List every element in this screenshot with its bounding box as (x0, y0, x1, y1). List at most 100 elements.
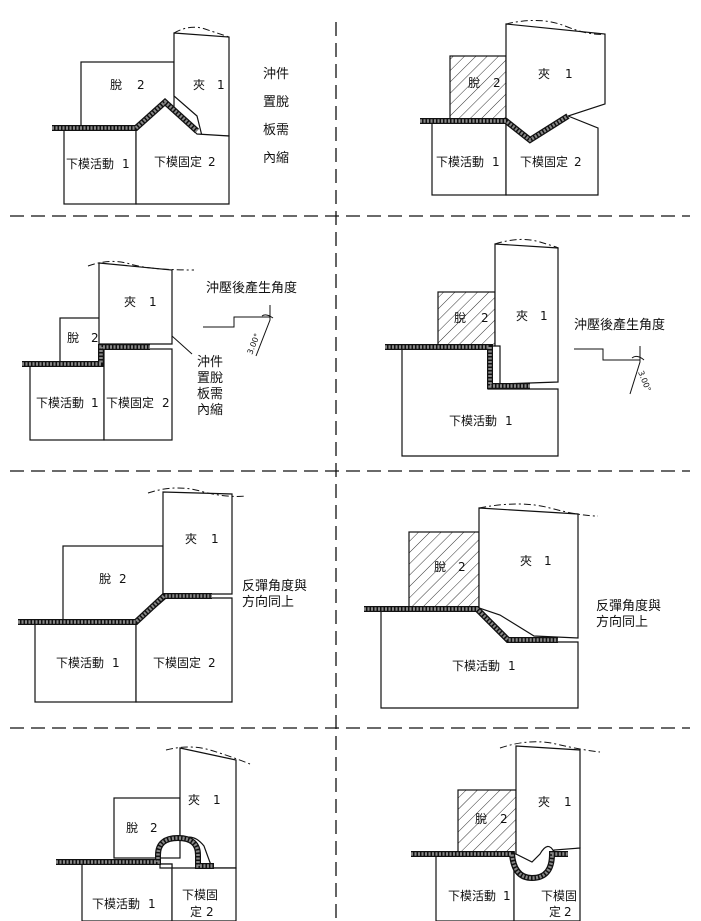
note-springback-1: 反彈角度與 (596, 598, 661, 614)
clamp-block (179, 747, 237, 869)
note-shrink-3: 板需 (263, 123, 289, 138)
clamp-number: 1 (564, 795, 572, 809)
die-moving-label: 下模活動 (436, 155, 484, 169)
die-fixed-label: 下模固 (541, 889, 577, 903)
clamp-label: 夾 (124, 295, 136, 309)
die-moving-number: 1 (91, 396, 99, 410)
clamp-label: 夾 (520, 554, 532, 568)
stripper-number: 2 (458, 560, 466, 574)
stripper-label: 脫 (454, 310, 466, 325)
note-shrink-1: 沖件 (197, 355, 223, 370)
stripper-number: 2 (500, 812, 508, 826)
clamp-label: 夾 (538, 795, 550, 809)
note-leader (171, 335, 193, 355)
stripper-number: 2 (91, 331, 99, 345)
clamp-number: 1 (565, 67, 573, 81)
note-shrink-1: 沖件 (263, 67, 289, 82)
clamp-label: 夾 (193, 78, 205, 92)
die-moving-number: 1 (505, 414, 513, 428)
stripper-label: 脫 (468, 75, 480, 90)
clamp-top-edge (499, 741, 601, 753)
die-fixed-number: 2 (564, 905, 572, 919)
stripper-block-hatched (408, 531, 480, 609)
clamp-number: 1 (217, 78, 225, 92)
die-fixed-block (135, 597, 233, 703)
clamp-label: 夾 (538, 67, 550, 81)
stripper-block-hatched (437, 291, 496, 347)
die-moving-block (29, 361, 105, 441)
die-moving-number: 1 (122, 157, 130, 171)
die-moving-block (34, 623, 137, 703)
stripper-block-hatched (457, 789, 517, 855)
stripper-number: 2 (137, 78, 145, 92)
die-fixed-number: 2 (162, 396, 170, 410)
note-bend-angle: 沖壓後產生角度 (574, 317, 665, 333)
die-moving-label: 下模活動 (36, 396, 84, 410)
angle-value: 3.00° (246, 332, 263, 356)
clamp-block (162, 491, 233, 605)
panel-3: 脫 2 夾 1 下模活動 1 下模固定 2 沖件 置脫 板需 內縮 沖壓後產生角… (22, 260, 297, 441)
angle-sketch (203, 316, 270, 328)
die-fixed-label: 下模固定 (106, 395, 154, 410)
panel-4: 脫 2 夾 1 下模活動 1 沖壓後產生角度 3.00° (385, 238, 665, 457)
die-moving-label: 下模活動 (56, 656, 104, 670)
die-fixed-label-2: 定 (190, 904, 202, 919)
clamp-top-edge (478, 503, 599, 517)
die-fixed-label: 下模固定 (520, 154, 568, 169)
clamp-block (478, 507, 579, 639)
stripper-label: 脫 (475, 811, 487, 826)
stripper-label: 脫 (99, 571, 111, 586)
clamp-number: 1 (211, 532, 219, 546)
clamp-top-edge (147, 487, 247, 497)
note-springback-2: 方向同上 (242, 594, 294, 610)
note-shrink-4: 內縮 (197, 402, 223, 418)
panel-6: 脫 2 夾 1 下模活動 1 反彈角度與 方向同上 (364, 503, 661, 709)
clamp-number: 1 (540, 309, 548, 323)
die-moving-label: 下模活動 (92, 897, 140, 911)
stripper-label: 脫 (67, 330, 79, 345)
clamp-top-edge (505, 20, 606, 35)
stripper-number: 2 (150, 821, 158, 835)
stripper-label: 脫 (434, 559, 446, 574)
panel-1: 脫 2 夾 1 下模活動 1 下模固定 2 沖件 置脫 板需 內縮 (52, 26, 289, 205)
clamp-label: 夾 (516, 309, 528, 323)
note-shrink-2: 置脫 (263, 95, 289, 110)
die-fixed-block (103, 348, 173, 441)
stripper-label: 脫 (110, 77, 122, 92)
angle-sketch (574, 348, 640, 361)
note-springback-2: 方向同上 (596, 614, 648, 630)
clamp-top-edge (173, 26, 230, 38)
die-moving-label: 下模活動 (448, 889, 496, 903)
die-moving-number: 1 (492, 155, 500, 169)
die-fixed-number: 2 (208, 155, 216, 169)
stripper-number: 2 (481, 311, 489, 325)
die-fixed-number: 2 (574, 155, 582, 169)
stripper-number: 2 (119, 572, 127, 586)
panel-5: 脫 2 夾 1 下模活動 1 下模固定 2 反彈角度與 方向同上 (18, 487, 307, 703)
stripper-number: 2 (493, 76, 501, 90)
die-moving-number: 1 (508, 659, 516, 673)
panel-7: 脫 2 夾 1 下模活動 1 下模固 定 2 (56, 746, 251, 921)
clamp-label: 夾 (185, 532, 197, 546)
clamp-number: 1 (213, 793, 221, 807)
clamp-label: 夾 (188, 793, 200, 807)
note-springback-1: 反彈角度與 (242, 578, 307, 594)
die-fixed-label: 下模固定 (153, 655, 201, 670)
die-fixed-label: 下模固定 (154, 154, 202, 169)
die-moving-block (431, 120, 507, 196)
die-moving-number: 1 (148, 897, 156, 911)
stripper-block (59, 317, 101, 363)
panel-8: 脫 2 夾 1 下模活動 1 下模固 定 2 (411, 741, 601, 921)
stripper-block (113, 797, 181, 859)
clamp-top-edge (494, 238, 559, 249)
die-fixed-label-2: 定 (549, 904, 561, 919)
die-moving-number: 1 (112, 656, 120, 670)
die-moving-label: 下模活動 (66, 157, 114, 171)
clamp-number: 1 (149, 295, 157, 309)
panel-2: 脫 2 夾 1 下模活動 1 下模固定 2 (420, 20, 606, 196)
note-bend-angle: 沖壓後產生角度 (206, 280, 297, 296)
note-shrink-2: 置脫 (197, 371, 223, 386)
die-moving-block (81, 863, 173, 921)
note-shrink-4: 內縮 (263, 150, 289, 166)
die-moving-number: 1 (503, 889, 511, 903)
